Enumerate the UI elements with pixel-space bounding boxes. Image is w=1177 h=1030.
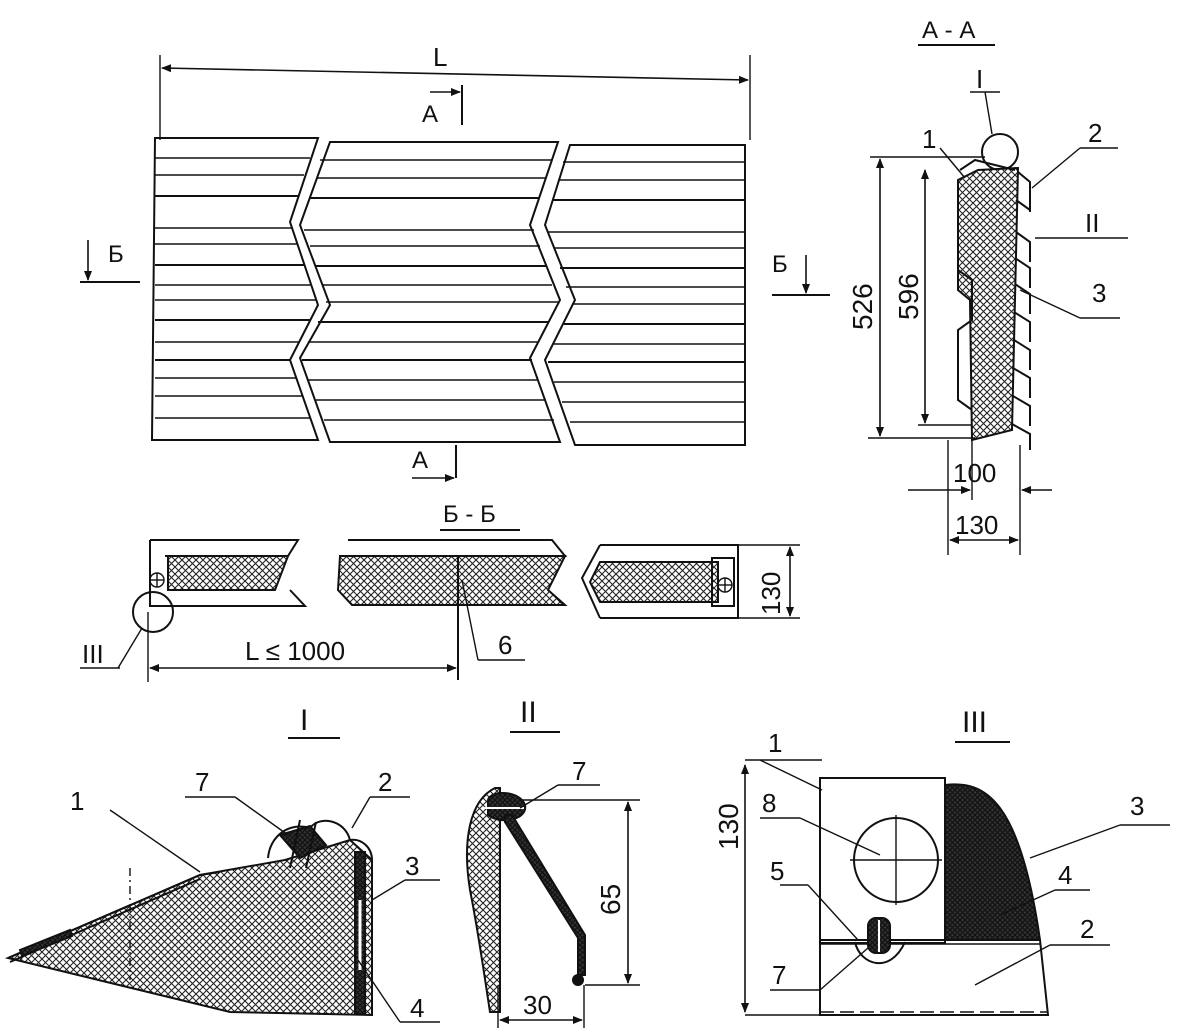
- callout-III-label: III: [82, 639, 104, 669]
- dim-L-max: L ≤ 1000: [245, 636, 345, 666]
- dim-130-III: 130: [713, 803, 744, 850]
- detail-I-pos-3: 3: [405, 851, 419, 881]
- dim-L-label: L: [433, 42, 447, 72]
- dim-100: 100: [953, 458, 996, 488]
- detail-II-title: II: [520, 696, 537, 729]
- section-b-left-label: Б: [108, 241, 124, 268]
- detail-III: III 130 1 8 3 4 5 2: [713, 706, 1170, 1016]
- detail-I-insulation: [4, 838, 373, 1017]
- section-a-top-label: А: [422, 101, 438, 128]
- bb-left-insulation: [167, 555, 290, 591]
- panel-segment-left: [150, 137, 320, 441]
- dim-130-bb: 130: [756, 572, 786, 615]
- callout-III-circle: [132, 591, 174, 633]
- dim-65: 65: [595, 884, 626, 915]
- section-b-b: Б - Б III 6 130 L ≤: [80, 501, 800, 682]
- aa-pos-1: 1: [922, 124, 936, 154]
- bb-pos-6: 6: [498, 630, 512, 660]
- section-b-right-label: Б: [772, 251, 788, 278]
- detail-III-title: III: [962, 706, 987, 739]
- detail-III-pos-8: 8: [762, 788, 776, 818]
- section-a-a: А - А I 1 2 II: [847, 17, 1128, 555]
- section-aa-title: А - А: [922, 17, 975, 44]
- detail-I-pos-7: 7: [195, 767, 209, 797]
- detail-II-slat: [504, 814, 586, 976]
- detail-I-pos-4: 4: [410, 993, 424, 1023]
- dim-30: 30: [523, 990, 552, 1020]
- detail-III-pos-4: 4: [1058, 860, 1072, 890]
- aa-slats: [1011, 171, 1031, 450]
- dim-130-aa: 130: [955, 510, 998, 540]
- panel-segment-right: [543, 144, 746, 446]
- callout-I-label: I: [976, 64, 983, 94]
- bb-middle-insulation: [336, 555, 568, 606]
- section-a-bottom-label: А: [412, 447, 428, 474]
- detail-I-title: I: [300, 704, 308, 737]
- detail-II-pos-7: 7: [572, 756, 586, 786]
- dim-526: 526: [847, 283, 878, 330]
- dim-596: 596: [893, 273, 924, 320]
- main-view: L А А Б Б: [80, 42, 830, 482]
- bb-right-insulation: [588, 561, 719, 603]
- detail-III-pos-5: 5: [770, 856, 784, 886]
- aa-pos-2: 2: [1088, 118, 1102, 148]
- detail-II: II 65 30 7: [466, 696, 640, 1028]
- callout-II-label: II: [1085, 208, 1099, 238]
- aa-insulation-body: [957, 166, 1020, 442]
- board-lines: [155, 157, 745, 423]
- detail-III-pos-1: 1: [768, 728, 782, 758]
- aa-pos-3: 3: [1092, 278, 1106, 308]
- detail-I-pos-2: 2: [378, 767, 392, 797]
- detail-I-pos-1: 1: [70, 786, 84, 816]
- detail-III-pos-2: 2: [1080, 914, 1094, 944]
- panel-segment-middle: [298, 141, 562, 443]
- section-bb-title: Б - Б: [443, 501, 496, 528]
- detail-III-insulation: [944, 783, 1042, 941]
- detail-I: I 1 7 2 3 4: [4, 704, 440, 1023]
- detail-III-pos-3: 3: [1130, 791, 1144, 821]
- detail-II-backing: [466, 787, 501, 1013]
- detail-III-pos-7: 7: [772, 960, 786, 990]
